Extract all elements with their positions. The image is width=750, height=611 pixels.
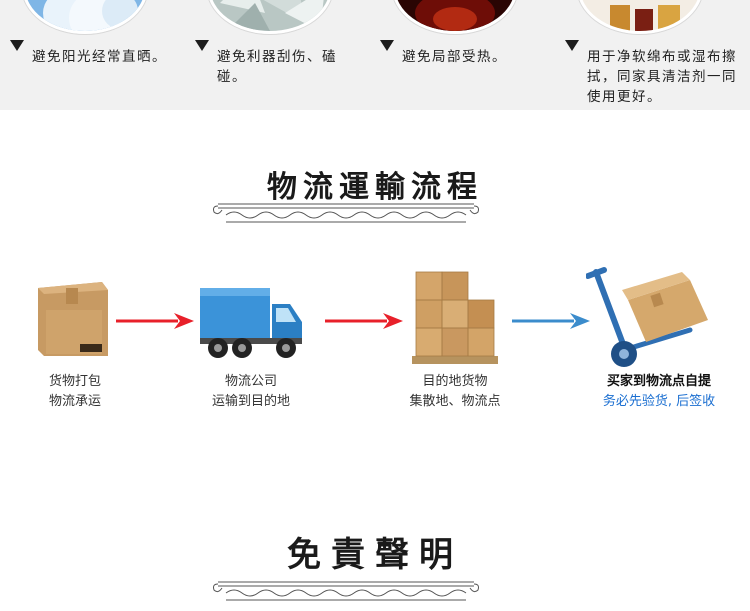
step-caption-packing: 货物打包 物流承运 [20, 372, 130, 412]
bullet-triangle-icon [565, 40, 579, 51]
care-tips-band: 避免阳光经常直晒。 避免利器刮伤、磕碰。 避免局部受热。 用于净软绵布或湿布擦拭… [0, 0, 750, 110]
sky-photo-icon [22, 0, 148, 34]
cleaning-products-photo-icon [577, 0, 703, 34]
bullet-triangle-icon [10, 40, 24, 51]
step-caption-hub: 目的地货物 集散地、物流点 [396, 372, 514, 412]
cardboard-box-icon [38, 282, 108, 356]
truck-icon [200, 288, 302, 358]
logistics-step-transport [198, 286, 306, 364]
flow-arrow [116, 313, 194, 329]
care-tip-text: 避免阳光经常直晒。 [32, 49, 167, 65]
logistics-step-packing [36, 280, 110, 362]
step-caption-line: 物流公司 [224, 374, 277, 389]
step-caption-pickup: 买家到物流点自提 务必先验货, 后签收 [586, 372, 732, 412]
step-caption-line: 目的地货物 [422, 374, 488, 389]
care-tip-text: 避免局部受热。 [402, 49, 507, 65]
step-caption-line: 货物打包 [48, 374, 101, 389]
step-caption-warning: 务必先验货, 后签收 [602, 394, 716, 409]
care-tip-text: 用于净软绵布或湿布擦拭，同家具清洁剂一同使用更好。 [587, 49, 737, 105]
flow-arrow [512, 313, 590, 329]
logistics-title: 物流運輸流程 [267, 170, 483, 205]
logistics-step-pickup [585, 264, 712, 374]
step-caption-line: 运输到目的地 [211, 394, 290, 409]
logistics-step-hub [410, 270, 498, 370]
title-ornament [213, 203, 479, 223]
care-tip-text: 避免利器刮伤、磕碰。 [217, 49, 337, 85]
bullet-triangle-icon [380, 40, 394, 51]
flow-arrow [325, 313, 403, 329]
step-caption-transport: 物流公司 运输到目的地 [190, 372, 312, 412]
step-caption-line: 集散地、物流点 [409, 394, 501, 409]
step-caption-line: 买家到物流点自提 [606, 374, 711, 389]
step-caption-line: 物流承运 [48, 394, 101, 409]
fire-photo-icon [392, 0, 518, 34]
hand-truck-icon [585, 267, 708, 367]
disclaimer-title: 免責聲明 [287, 535, 463, 575]
glass-shards-photo-icon [207, 0, 333, 34]
title-ornament [213, 581, 479, 601]
bullet-triangle-icon [195, 40, 209, 51]
pallet-boxes-icon [412, 271, 498, 364]
